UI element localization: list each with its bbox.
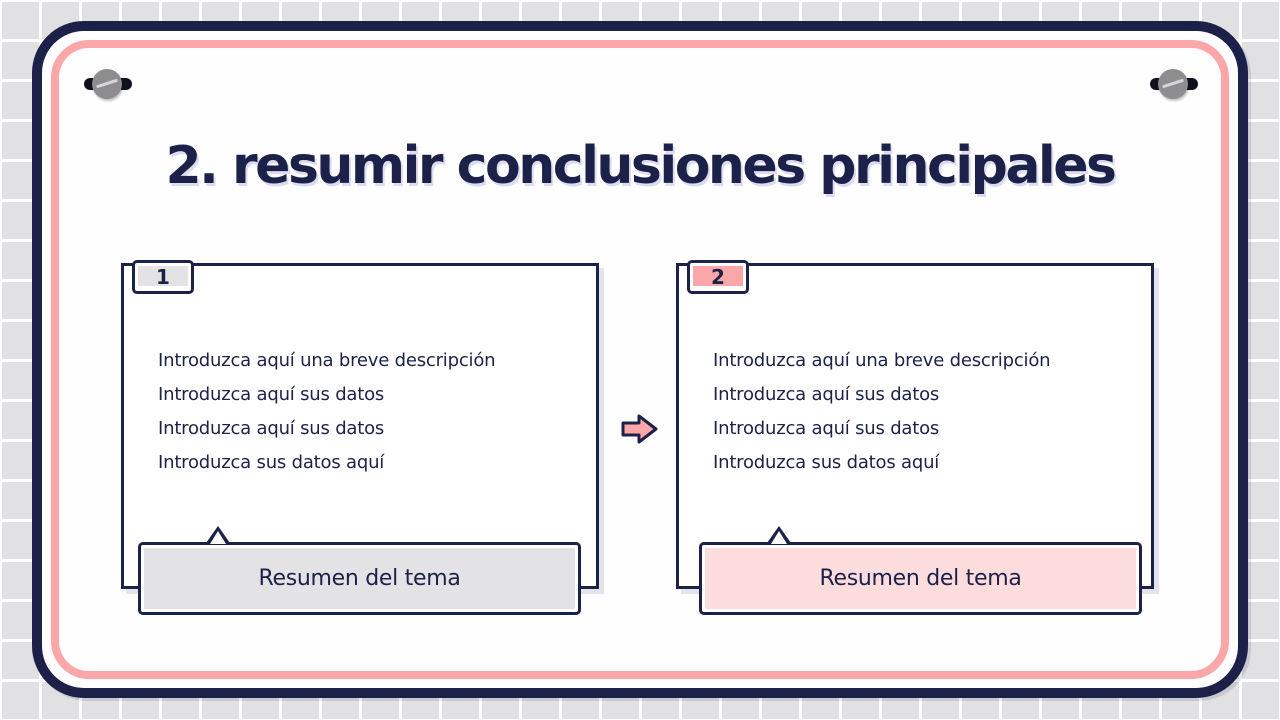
slide-title: 2. resumir conclusiones principales	[165, 136, 1117, 196]
arrow-right-icon	[621, 414, 658, 444]
topic-summary-label: Resumen del tema	[258, 566, 461, 591]
card-text-line: Introduzca sus datos aquí	[158, 452, 385, 473]
card-text-list: Introduzca aquí una breve descripción In…	[158, 344, 496, 480]
card-number-badge: 1	[132, 260, 194, 294]
card-number: 2	[711, 265, 725, 289]
screw-icon	[1148, 69, 1200, 99]
topic-summary-box-2: Resumen del tema	[699, 526, 1142, 615]
topic-summary-label: Resumen del tema	[819, 566, 1022, 591]
card-text-line: Introduzca aquí sus datos	[713, 384, 940, 405]
screw-icon	[82, 69, 134, 99]
summary-card-1: 1 Introduzca aquí una breve descripción …	[121, 260, 599, 589]
card-text-line: Introduzca aquí una breve descripción	[158, 350, 496, 371]
card-text-list: Introduzca aquí una breve descripción In…	[713, 344, 1051, 480]
callout-pointer	[767, 526, 791, 544]
card-text-line: Introduzca aquí sus datos	[158, 384, 385, 405]
card-number: 1	[156, 265, 170, 289]
card-text-line: Introduzca aquí una breve descripción	[713, 350, 1051, 371]
card-text-line: Introduzca aquí sus datos	[713, 418, 940, 439]
callout-pointer	[206, 526, 230, 544]
card-number-badge: 2	[687, 260, 749, 294]
card-text-line: Introduzca aquí sus datos	[158, 418, 385, 439]
summary-card-2: 2 Introduzca aquí una breve descripción …	[676, 260, 1154, 589]
card-text-line: Introduzca sus datos aquí	[713, 452, 940, 473]
topic-summary-box-1: Resumen del tema	[138, 526, 581, 615]
